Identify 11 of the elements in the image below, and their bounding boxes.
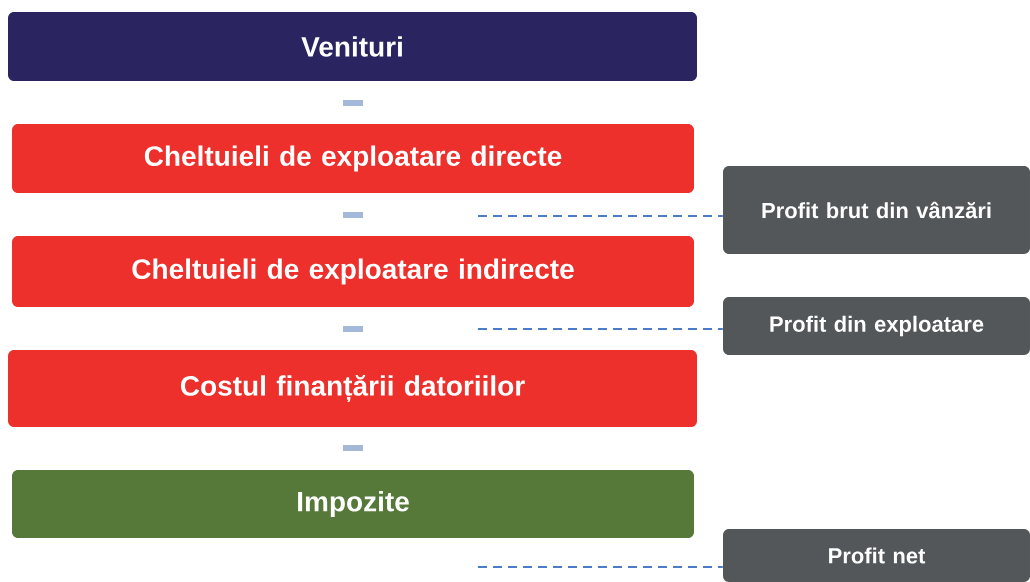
- revenue-box: Venituri: [8, 12, 697, 81]
- profit-box: Profit net: [723, 529, 1030, 582]
- expense-box: Cheltuieli de exploatare indirecte: [12, 236, 694, 307]
- leader-line: [477, 328, 724, 330]
- tax-box: Impozite: [12, 470, 694, 538]
- leader-line: [477, 566, 724, 568]
- profit-box: Profit din exploatare: [723, 297, 1030, 355]
- expense-box: Costul finanțării datoriilor: [8, 350, 697, 427]
- leader-line: [477, 215, 724, 217]
- profit-box: Profit brut din vânzări: [723, 166, 1030, 254]
- expense-box: Cheltuieli de exploatare directe: [12, 124, 694, 193]
